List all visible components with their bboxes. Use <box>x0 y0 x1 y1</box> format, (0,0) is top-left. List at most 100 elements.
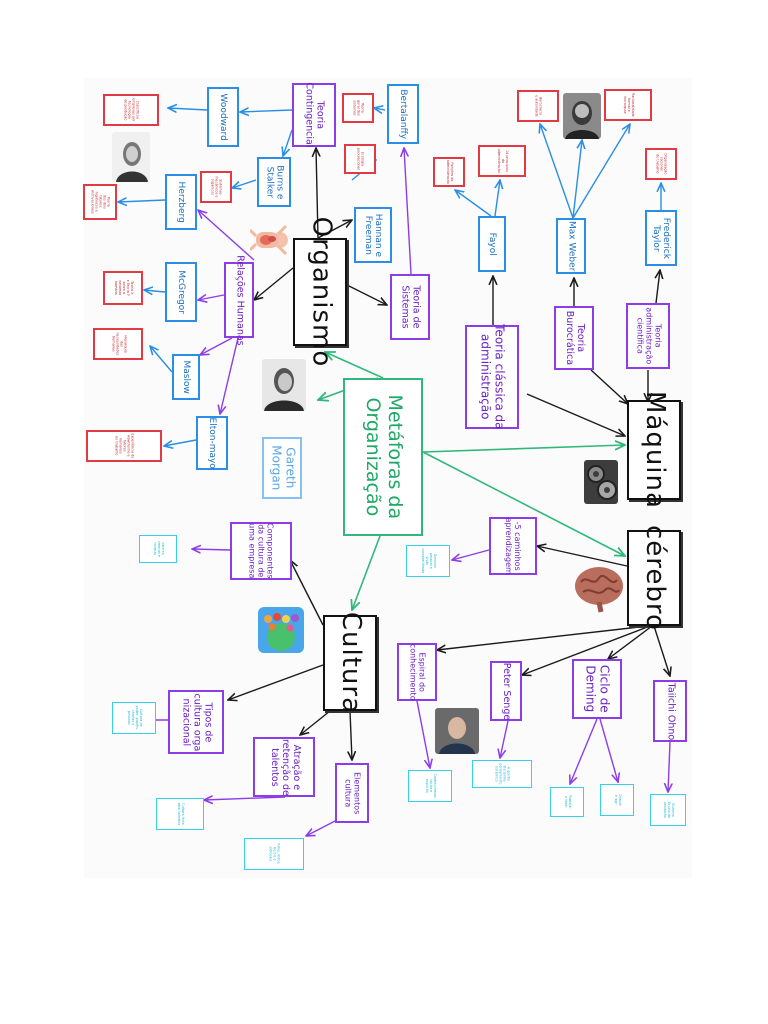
note-atracao: Cultura forte atrai talentos <box>156 798 204 830</box>
link-elementos-note <box>306 819 338 836</box>
note-elementos: Ritos, mitos, heróis e símbolos <box>244 838 304 870</box>
link-atracao-note <box>204 797 286 800</box>
link-cerebro-deming <box>608 625 653 659</box>
note-elton-mayo: Experiência de Hawthorne e fatores human… <box>86 430 162 462</box>
note-aprendizagem: Domínio pessoal e visão compartilhada <box>406 545 450 577</box>
link-relacoes-herzberg <box>198 210 255 261</box>
organismo-human-anatomy-icon <box>250 218 294 264</box>
teoria-cientifica-node: Teoria administração científica <box>626 303 670 369</box>
link-cultura-elementos <box>350 710 352 760</box>
note-fayol-2: 14 princípios da administração <box>478 145 526 177</box>
link-burns-note <box>232 179 257 188</box>
cerebro-brain-icon <box>571 562 625 614</box>
link-sistemas-bertalanffy <box>404 148 412 275</box>
woodward-portrait-photo-icon <box>112 132 150 182</box>
link-cerebro-aprendizagem <box>537 546 628 567</box>
link-cientifica-taylor <box>656 270 660 304</box>
peter-senge-node: Peter Senge <box>490 661 522 721</box>
teoria-burocratica-node: Teoria Burocrática <box>554 306 594 370</box>
burns-stalker-node: Burns e Stalker <box>257 157 291 207</box>
link-fayol-note1 <box>455 190 492 217</box>
link-cultura-tipos <box>228 664 324 700</box>
link-senge-note <box>500 720 509 758</box>
link-herzberg-note <box>118 200 166 202</box>
link-organismo-hannan <box>317 220 352 239</box>
maquina-gears-icon <box>584 460 618 504</box>
link-deming-note2 <box>599 718 618 782</box>
link-center-maquina <box>422 445 625 453</box>
link-organismo-relacoes <box>254 267 294 300</box>
note-taiichi: Sistema Toyota de produção <box>650 794 686 826</box>
elementos-cultura-node: Elementos cultura <box>335 763 369 823</box>
mcgregor-node: McGregor <box>165 262 197 322</box>
center-node: Metáforas da Organização <box>343 378 423 536</box>
bertalanffy-node: Bertalanffy <box>387 84 419 144</box>
link-elton-note <box>164 439 197 446</box>
senge-portrait-photo-icon <box>435 708 479 754</box>
link-cultura-componentes <box>290 560 324 626</box>
link-woodward-note <box>168 108 208 110</box>
note-woodward: Classificou empresas por tecnologia de p… <box>103 94 159 126</box>
note-burns-stalker: Sistemas mecânicos e orgânicos <box>200 171 232 203</box>
link-fayol-note2 <box>495 180 500 217</box>
cerebro-node: cérebro <box>627 525 681 631</box>
note-espiral: Conhecimento tácito e explícito <box>408 770 452 802</box>
note-bertalanffy: Teoria geral dos sistemas <box>342 93 374 123</box>
note-maslow: Hierarquia das necessidades humanas <box>93 328 143 360</box>
link-bertalanffy-note <box>374 108 386 110</box>
link-componentes-note <box>192 549 231 550</box>
frederick-taylor-node: Frederick Taylor <box>645 210 677 266</box>
link-relacoes-maslow <box>200 337 233 355</box>
note-taylor: Organização racional do trabalho <box>645 148 677 180</box>
componentes-node: Componentes da cultura de uma empresa <box>230 522 292 580</box>
link-contingencial-burns <box>283 129 293 156</box>
link-weber-note2 <box>572 124 630 219</box>
link-maslow-note <box>150 346 173 373</box>
relacoes-humanas-node: Relações Humanas <box>224 255 254 345</box>
cultura-people-globe-icon <box>258 607 304 653</box>
link-center-cultura <box>352 535 381 610</box>
link-maquina-classica <box>526 393 625 436</box>
link-taiichi-note <box>668 741 670 792</box>
note-mcgregor: Teoria X e Teoria Y sobre a natureza hum… <box>103 271 143 305</box>
note-deming-2: Checar e agir <box>600 784 634 816</box>
note-herzberg: Teoria dos dois fatores: higiênicos e mo… <box>83 184 117 220</box>
link-maquina-burocratica <box>590 369 628 404</box>
link-aprendizagem-note <box>452 549 490 560</box>
link-cerebro-espiral <box>437 625 649 650</box>
aprendizagem-node: -5 caminhos aprendizagem <box>489 517 537 575</box>
herzberg-node: Herzberg <box>165 174 197 230</box>
teoria-contingencial-node: Teoria Contingencial <box>292 82 336 148</box>
teoria-sistemas-node: Teoria de Sistemas <box>390 274 430 340</box>
note-peter-senge: A quinta disciplina: pensamento sistêmic… <box>472 760 532 788</box>
weber-portrait-photo-icon <box>563 93 601 139</box>
link-contingencial-woodward <box>240 110 293 112</box>
note-componentes: Valores, crenças e normas <box>139 535 177 563</box>
organismo-node: Organismo <box>293 217 347 367</box>
note-hannan-freeman: Ecologia populacional <box>344 144 376 174</box>
note-deming-1: Planejar e fazer <box>550 787 584 817</box>
ciclo-deming-node: Ciclo de Deming <box>572 659 622 719</box>
note-max-weber-1: Burocracia e autoridade <box>517 90 559 122</box>
woodward-node: Woodward <box>207 87 239 147</box>
link-weber-note1 <box>540 124 574 219</box>
link-weber-photo <box>572 140 582 219</box>
elton-mayo-node: Elton-mayo <box>196 416 228 470</box>
hannan-freeman-node: Hannan e Freeman <box>354 207 392 263</box>
author-node: Gareth Morgan <box>262 437 302 499</box>
link-center-organismo <box>325 352 384 379</box>
fayol-node: Fayol <box>478 216 506 272</box>
maquina-node: Máquina <box>627 391 681 509</box>
link-deming-note1 <box>570 718 598 784</box>
maslow-node: Maslow <box>172 354 200 400</box>
link-center-cerebro <box>422 451 625 556</box>
note-tipos-cultura: Cultura de poder, papéis, tarefas e pess… <box>112 702 156 734</box>
teoria-classica-node: Teoria clássica da administração <box>465 324 519 430</box>
taiichi-ohno-node: Taiichi Ohno <box>653 680 687 742</box>
note-fayol-1: Funções da administração <box>433 157 465 187</box>
atracao-node: Atração e retenção de talentos <box>253 737 315 797</box>
morgan-portrait-photo-icon <box>262 359 306 411</box>
link-cerebro-senge <box>522 625 651 675</box>
tipos-cultura-node: Tipos de cultura orga nizacional <box>168 690 224 754</box>
